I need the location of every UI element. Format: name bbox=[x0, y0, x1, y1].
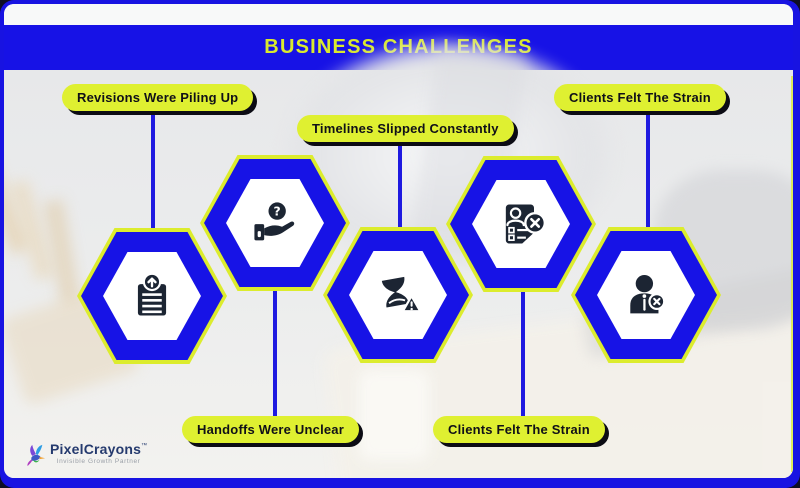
document-upload-icon bbox=[137, 272, 167, 316]
infographic-canvas: BUSINESS CHALLENGES Revisions Were Pilin… bbox=[4, 4, 793, 478]
background-domino-blur bbox=[8, 179, 56, 281]
right-accent-line bbox=[791, 76, 793, 472]
connector-line bbox=[151, 112, 155, 230]
connector-line bbox=[646, 112, 650, 230]
hexagon-person-strain bbox=[571, 227, 721, 363]
brand-trademark: ™ bbox=[141, 443, 148, 449]
page-title: BUSINESS CHALLENGES bbox=[264, 36, 533, 58]
background-domino-blur bbox=[43, 199, 81, 306]
background-domino-blur bbox=[4, 159, 33, 256]
hexagon-handoffs: ? bbox=[200, 155, 350, 291]
challenge-label-timelines: Timelines Slipped Constantly bbox=[297, 115, 514, 142]
brand-tagline: Invisible Growth Partner bbox=[56, 458, 141, 465]
connector-line bbox=[273, 290, 277, 418]
hand-question-icon: ? bbox=[254, 202, 295, 241]
challenge-label-clients-strain-bottom: Clients Felt The Strain bbox=[433, 416, 605, 443]
top-white-strip bbox=[4, 4, 793, 25]
connector-line bbox=[398, 144, 402, 230]
hexagon-revisions bbox=[77, 228, 227, 364]
challenge-label-handoffs: Handoffs Were Unclear bbox=[182, 416, 359, 443]
connector-line bbox=[521, 290, 525, 418]
challenge-label-revisions: Revisions Were Piling Up bbox=[62, 84, 254, 111]
person-dissatisfied-icon bbox=[630, 274, 666, 314]
hummingbird-logo-icon bbox=[27, 444, 46, 466]
brand-name: PixelCrayons bbox=[50, 441, 142, 457]
hourglass-warning-icon bbox=[381, 276, 422, 313]
challenge-label-clients-strain-top: Clients Felt The Strain bbox=[554, 84, 726, 111]
svg-text:?: ? bbox=[274, 204, 281, 219]
background-mug-blur bbox=[359, 370, 429, 460]
title-bar: BUSINESS CHALLENGES bbox=[4, 25, 793, 70]
rejected-form-icon bbox=[505, 204, 547, 245]
brand-logo: PixelCrayons ™ Invisible Growth Partner bbox=[24, 442, 147, 468]
content-area: Revisions Were Piling Up Timelines Slipp… bbox=[4, 40, 793, 478]
hexagon-rejected-form bbox=[446, 156, 596, 292]
hexagon-timelines bbox=[323, 227, 473, 363]
